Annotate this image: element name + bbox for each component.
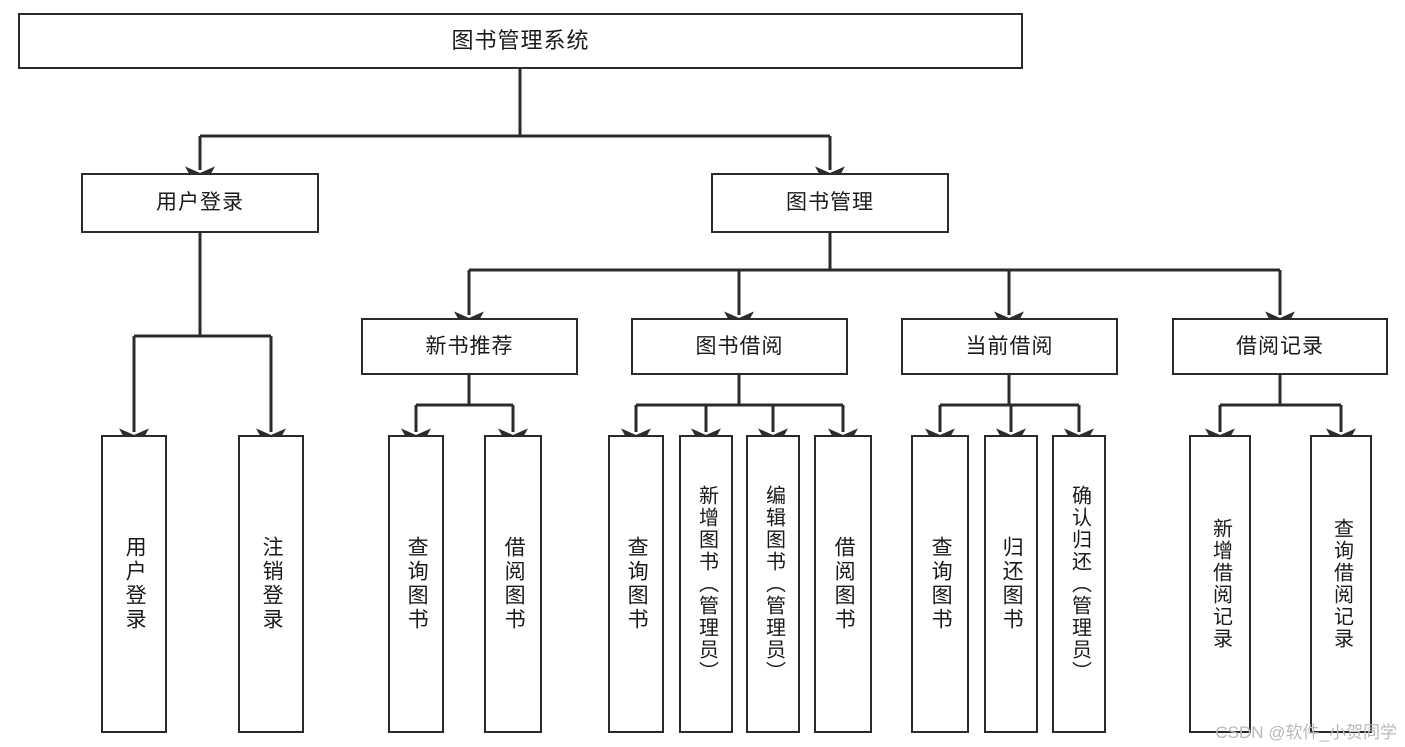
leaf-user-login[interactable]: 用户登录	[101, 435, 167, 733]
leaf-logout[interactable]: 注销登录	[238, 435, 304, 733]
node-user-login[interactable]: 用户登录	[81, 173, 319, 233]
leaf-query-book-newbook[interactable]: 查询图书	[388, 435, 444, 733]
node-borrow-records[interactable]: 借阅记录	[1172, 318, 1388, 375]
leaf-borrow-book-borrowing[interactable]: 借阅图书	[814, 435, 872, 733]
node-new-book-recommendation[interactable]: 新书推荐	[361, 318, 578, 375]
node-current-borrowing[interactable]: 当前借阅	[901, 318, 1118, 375]
leaf-add-book-admin[interactable]: 新增图书（管理员）	[679, 435, 733, 733]
leaf-query-book-borrowing[interactable]: 查询图书	[608, 435, 664, 733]
node-book-management[interactable]: 图书管理	[711, 173, 949, 233]
leaf-confirm-return-admin[interactable]: 确认归还（管理员）	[1052, 435, 1106, 733]
leaf-add-borrow-record[interactable]: 新增借阅记录	[1189, 435, 1251, 733]
leaf-edit-book-admin[interactable]: 编辑图书（管理员）	[746, 435, 800, 733]
leaf-query-book-current[interactable]: 查询图书	[911, 435, 969, 733]
node-root[interactable]: 图书管理系统	[18, 13, 1023, 69]
csdn-watermark: CSDN @软件_小贺同学	[1215, 723, 1397, 742]
node-book-borrowing[interactable]: 图书借阅	[631, 318, 848, 375]
leaf-query-borrow-record[interactable]: 查询借阅记录	[1310, 435, 1372, 733]
leaf-return-book[interactable]: 归还图书	[984, 435, 1038, 733]
leaf-borrow-book-newbook[interactable]: 借阅图书	[484, 435, 542, 733]
